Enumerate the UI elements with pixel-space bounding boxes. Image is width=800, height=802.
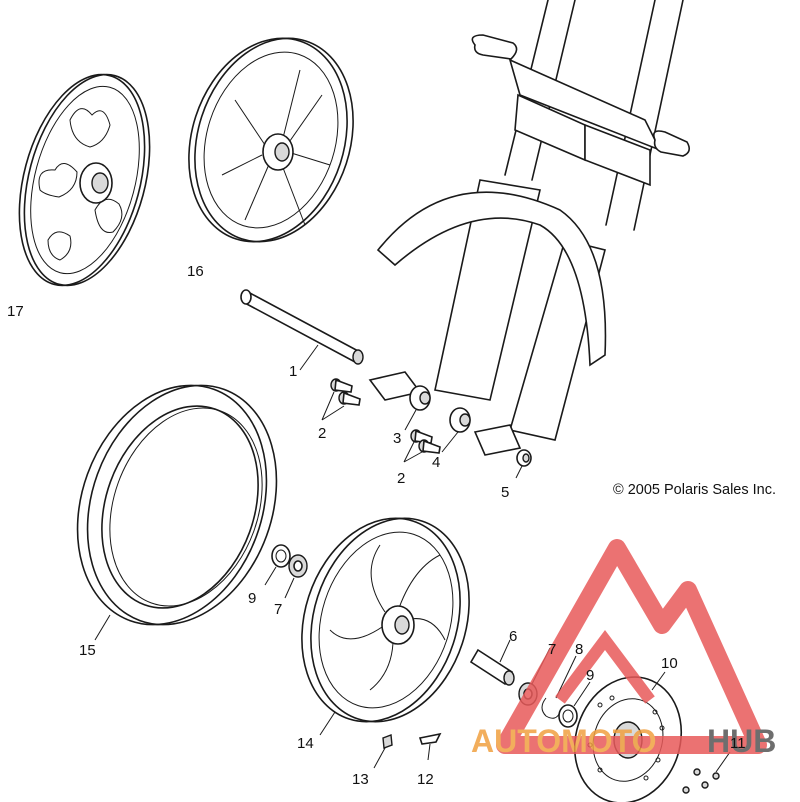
pinch-bolt-part-2-lower [403, 429, 441, 463]
callout-7-left: 7 [274, 601, 282, 618]
callout-14: 14 [297, 735, 314, 752]
callout-9-left: 9 [248, 590, 256, 607]
callout-4: 4 [432, 454, 440, 471]
seal-part-9-left [264, 544, 291, 586]
seal-part-9-right [558, 681, 591, 728]
tire-part-15 [76, 384, 278, 641]
wheel-17 [18, 73, 151, 287]
callout-5: 5 [501, 484, 509, 501]
callout-labels: 1 2 2 3 4 5 6 7 7 8 9 9 10 11 12 13 14 1… [7, 263, 746, 788]
callout-2-upper: 2 [318, 425, 326, 442]
callout-2-lower: 2 [397, 470, 405, 487]
axle-nut-part-5 [515, 449, 532, 479]
wheel-spacer-part-6 [469, 639, 515, 686]
callout-8: 8 [575, 641, 583, 658]
watermark-word-1: AUTOMOTO [471, 723, 656, 759]
front-fork-assembly [368, 0, 691, 456]
callout-16: 16 [187, 263, 204, 280]
callout-3: 3 [393, 430, 401, 447]
callout-12: 12 [417, 771, 434, 788]
callout-15: 15 [79, 642, 96, 659]
callout-11: 11 [730, 735, 746, 752]
spacer-part-3 [404, 385, 431, 431]
bearing-part-7-left [284, 554, 308, 599]
front-wheel-part-14 [301, 517, 470, 736]
callout-7-right: 7 [548, 641, 556, 658]
callout-1: 1 [289, 363, 297, 380]
callout-13: 13 [352, 771, 369, 788]
pinch-bolt-part-2-upper [321, 378, 361, 421]
wheel-16 [188, 37, 354, 243]
callout-6: 6 [509, 628, 517, 645]
copyright-notice: © 2005 Polaris Sales Inc. [613, 482, 776, 498]
callout-9-right: 9 [586, 667, 594, 684]
valve-stem-part-13 [373, 734, 393, 769]
spacer-part-4 [441, 407, 471, 453]
watermark-word-2: HUB [707, 723, 776, 759]
axle-part-1 [240, 289, 364, 371]
rotor-bolts-part-11 [682, 751, 731, 794]
callout-10: 10 [661, 655, 678, 672]
clip-part-12 [418, 732, 442, 761]
callout-17: 17 [7, 303, 24, 320]
watermark-logo: AUTOMOTO HUB [471, 539, 776, 759]
